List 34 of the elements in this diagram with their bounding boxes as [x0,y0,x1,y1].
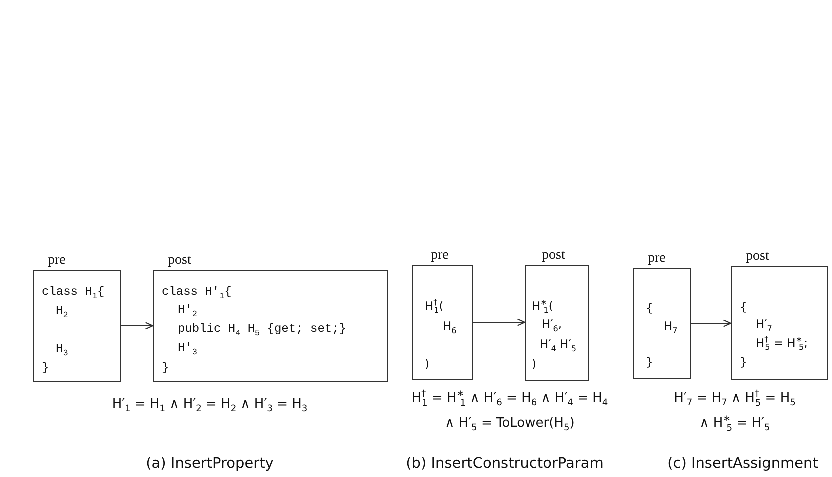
code-line: { [646,301,654,316]
code-line: H′$_{2}$ [178,303,198,318]
code-line: { [740,300,748,315]
equation: ∧ H$^{∗}$$_{5}$ = H′$_{5}$ [700,416,770,432]
equation: H$^{†}$$_{1}$ = H$^{∗}$$_{1}$ ∧ H′$_{6}$ = H$_{6}$ ∧ H′$_{4}$ = H$_{4}$ [412,391,608,407]
code-line: H$_{2}$ [56,304,68,319]
code-line: public H$_{4}$ H$_{5}$ {get; set;} [178,322,346,337]
code-line: H′$_{7}$ [756,317,772,332]
code-line: H$^{∗}$$_{1}$( [532,299,554,314]
code-line: H$^{†}$$_{1}$( [425,299,444,314]
code-line: class H′$_{1}${ [162,285,232,300]
code-line: } [646,355,654,370]
arrow [691,320,732,328]
code-line: } [162,361,170,376]
equation: H′$_{1}$ = H$_{1}$ ∧ H′$_{2}$ = H$_{2}$ ∧ H′$_{3}$ = H$_{3}$ [112,397,308,413]
subfigure-caption: (a) InsertProperty [146,456,274,472]
code-line: class H$_{1}${ [42,285,105,300]
arrow [121,322,154,330]
equation: ∧ H′$_{5}$ = ToLower(H$_{5}$) [445,416,575,432]
code-line: } [42,361,50,376]
code-line: H′$_{4}$ H′$_{5}$ [540,337,576,352]
code-line: H$^{†}$$_{5}$ = H$^{∗}$$_{5}$; [756,336,808,351]
code-line: ) [425,357,430,372]
arrow [473,318,526,326]
code-line: H$_{6}$ [443,319,457,334]
code-line: H$_{7}$ [664,319,678,334]
code-line: H′$_{6}$, [542,317,562,332]
code-line: H′$_{3}$ [178,341,198,356]
subfigure-caption: (b) InsertConstructorParam [406,456,604,472]
code-line: ) [532,357,536,372]
subfigure-caption: (c) InsertAssignment [668,456,818,472]
code-line: H$_{3}$ [56,342,68,357]
code-line: } [740,355,748,370]
equation: H′$_{7}$ = H$_{7}$ ∧ H$^{†}$$_{5}$ = H$_{5}$ [674,391,796,407]
